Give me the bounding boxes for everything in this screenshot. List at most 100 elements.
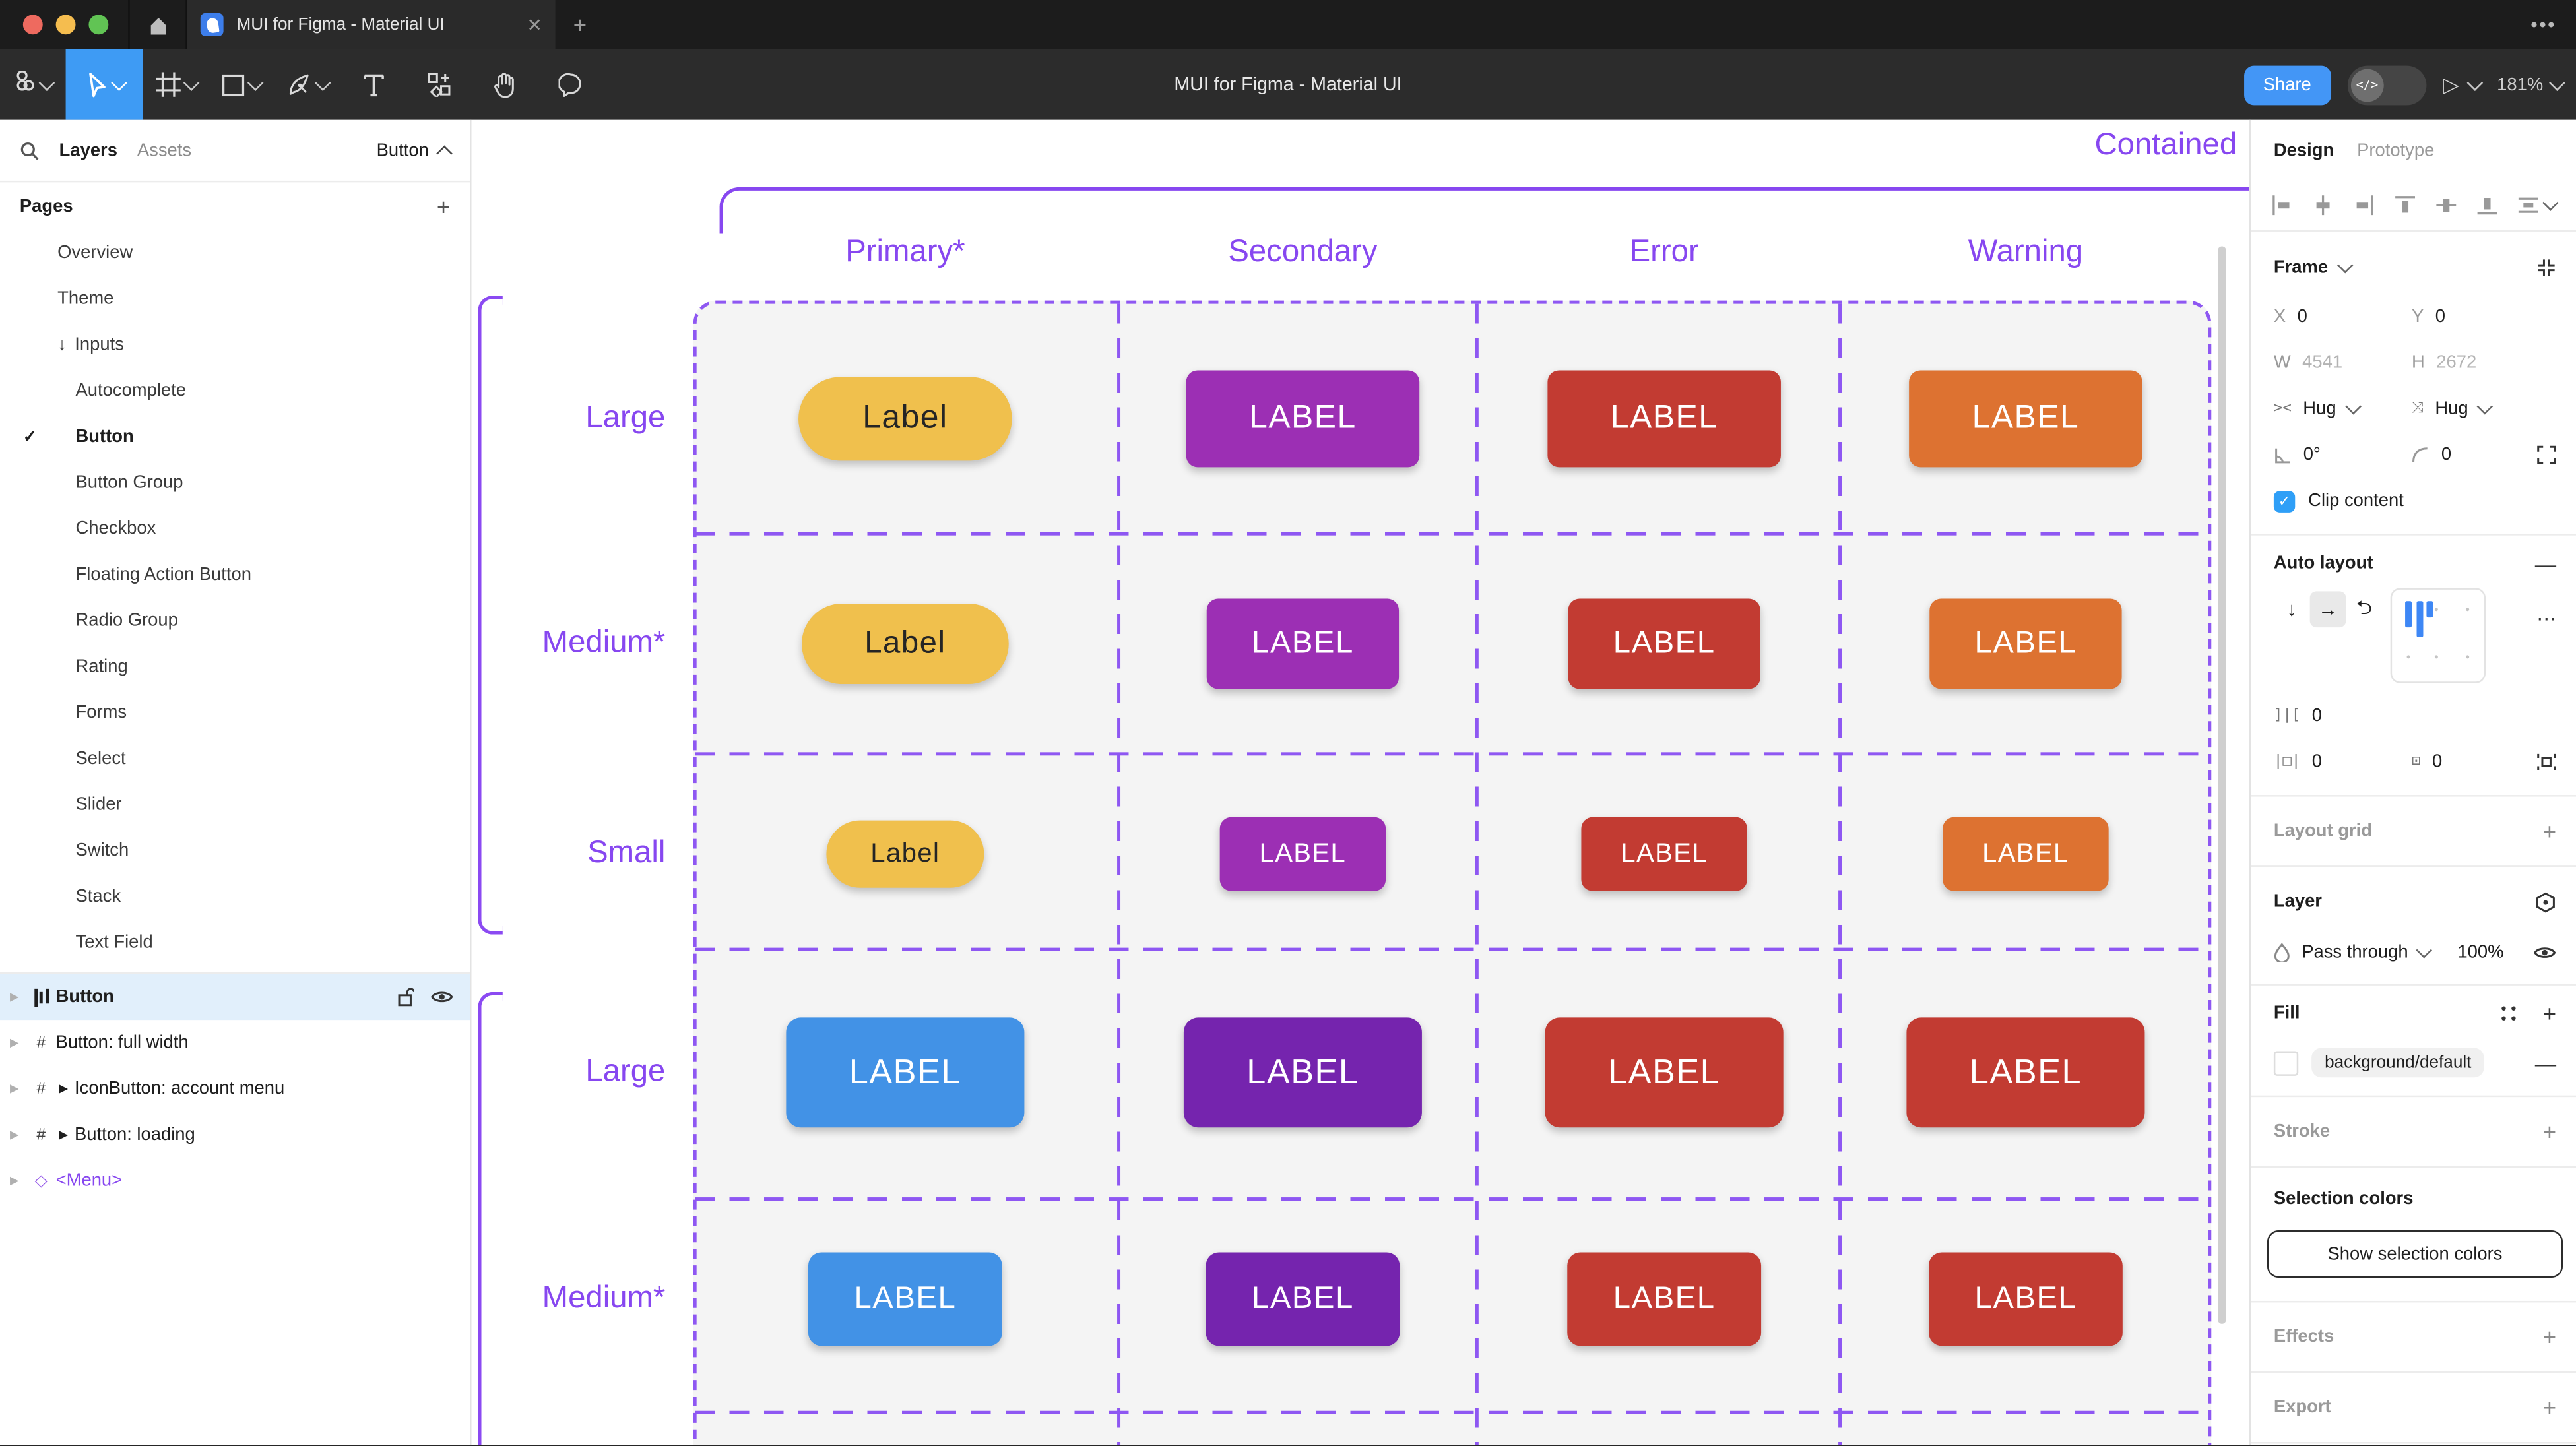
page-item-stack[interactable]: Stack — [0, 874, 470, 920]
text-tool-button[interactable] — [340, 49, 406, 120]
close-window-button[interactable] — [22, 15, 43, 35]
horizontal-padding-field[interactable]: |□|0 — [2273, 752, 2323, 772]
disclosure-triangle-icon[interactable]: ▶ — [9, 991, 19, 1004]
layer-row-iconbutton-account-menu[interactable]: ▶#▶IconButton: account menu — [0, 1066, 470, 1112]
clip-content-row[interactable]: ✓ Clip content — [2251, 478, 2576, 524]
add-stroke-button[interactable]: + — [2542, 1118, 2557, 1145]
blend-mode-dropdown[interactable]: Pass through — [2302, 942, 2432, 962]
pen-tool-button[interactable] — [274, 49, 340, 120]
main-menu-button[interactable] — [0, 49, 66, 120]
mui-button-blue[interactable]: LABEL — [808, 1252, 1002, 1346]
add-effect-button[interactable]: + — [2542, 1323, 2557, 1350]
mui-button-blue[interactable]: LABEL — [786, 1017, 1025, 1128]
disclosure-triangle-icon[interactable]: ▶ — [9, 1038, 19, 1050]
search-icon[interactable] — [20, 141, 40, 160]
blend-mode-icon[interactable] — [2535, 891, 2556, 912]
frame-section-header[interactable]: Frame — [2273, 257, 2329, 278]
mui-button-red[interactable]: LABEL — [1547, 370, 1781, 468]
layer-row-button-full-width[interactable]: ▶#Button: full width — [0, 1020, 470, 1066]
frame-tool-button[interactable] — [143, 49, 209, 120]
align-right-icon[interactable] — [2352, 194, 2375, 217]
fill-color-swatch[interactable] — [2273, 1050, 2299, 1075]
horizontal-sizing-dropdown[interactable]: >< Hug — [2274, 398, 2412, 419]
align-vertical-center-icon[interactable] — [2435, 194, 2458, 217]
add-export-button[interactable]: + — [2542, 1394, 2557, 1421]
fill-styles-icon[interactable] — [2500, 1005, 2517, 1022]
remove-auto-layout-button[interactable]: — — [2534, 551, 2557, 576]
mui-button-red[interactable]: LABEL — [1567, 1252, 1762, 1346]
new-tab-button[interactable]: + — [573, 11, 587, 38]
present-control[interactable]: ▷ — [2443, 71, 2483, 98]
auto-layout-more-options[interactable]: ⋯ — [2536, 608, 2557, 631]
page-item-floating-action-button[interactable]: Floating Action Button — [0, 552, 470, 598]
home-icon[interactable] — [128, 0, 187, 49]
mui-button-red[interactable]: LABEL — [1906, 1017, 2145, 1128]
page-item-checkbox[interactable]: Checkbox — [0, 506, 470, 552]
unlock-icon[interactable] — [398, 987, 414, 1007]
shape-tool-button[interactable] — [209, 49, 274, 120]
show-selection-colors-button[interactable]: Show selection colors — [2267, 1230, 2563, 1278]
mui-button-purpleDark[interactable]: LABEL — [1183, 1017, 1422, 1128]
remove-fill-button[interactable]: — — [2534, 1050, 2557, 1075]
zoom-window-button[interactable] — [88, 15, 109, 35]
vertical-padding-field[interactable]: ⊡0 — [2412, 752, 2443, 772]
page-item-switch[interactable]: Switch — [0, 828, 470, 874]
individual-padding-icon[interactable] — [2536, 752, 2556, 772]
dev-mode-toggle[interactable]: </> — [2347, 65, 2427, 105]
page-item-text-field[interactable]: Text Field — [0, 920, 470, 966]
auto-layout-wrap-button[interactable]: ⮌ — [2356, 595, 2372, 619]
canvas-scrollbar[interactable] — [2218, 246, 2226, 1324]
page-item-select[interactable]: Select — [0, 736, 470, 782]
add-fill-button[interactable]: + — [2542, 1000, 2557, 1027]
page-item-overview[interactable]: Overview — [0, 230, 470, 276]
page-item-inputs[interactable]: ↓Inputs — [0, 322, 470, 368]
page-item-radio-group[interactable]: Radio Group — [0, 598, 470, 644]
zoom-menu[interactable]: 181% — [2497, 74, 2565, 94]
resources-tool-button[interactable] — [406, 49, 472, 120]
distribute-menu[interactable] — [2517, 195, 2559, 215]
tab-assets[interactable]: Assets — [137, 140, 192, 160]
layer-row-button-loading[interactable]: ▶#▶Button: loading — [0, 1112, 470, 1158]
eye-icon[interactable] — [430, 989, 453, 1005]
mui-button-orange[interactable]: LABEL — [1909, 370, 2142, 468]
fill-style-chip[interactable]: background/default — [2311, 1048, 2485, 1078]
opacity-field[interactable]: 100% — [2457, 943, 2504, 963]
collapse-panel-icon[interactable] — [2536, 258, 2556, 278]
mui-button-yellow[interactable]: Label — [826, 820, 984, 888]
mui-button-purple[interactable]: LABEL — [1206, 598, 1400, 689]
corner-radius-field[interactable]: 0 — [2412, 445, 2550, 465]
tab-prototype[interactable]: Prototype — [2357, 140, 2435, 160]
page-item-forms[interactable]: Forms — [0, 690, 470, 736]
move-tool-button[interactable] — [65, 49, 143, 120]
independent-corners-icon[interactable] — [2536, 445, 2556, 465]
layer-visibility-icon[interactable] — [2533, 945, 2556, 961]
layer-row--menu-[interactable]: ▶◇<Menu> — [0, 1158, 470, 1204]
page-item-button[interactable]: ✓Button — [0, 414, 470, 460]
layer-row-button[interactable]: ▶Button — [0, 974, 470, 1021]
clip-content-checkbox[interactable]: ✓ — [2273, 490, 2296, 512]
window-overflow-menu[interactable]: ••• — [2530, 13, 2557, 36]
mui-button-orange[interactable]: LABEL — [1943, 817, 2109, 891]
mui-button-yellow[interactable]: Label — [802, 604, 1009, 685]
disclosure-triangle-icon[interactable]: ▶ — [9, 1129, 19, 1142]
auto-layout-horizontal-button[interactable]: → — [2309, 591, 2346, 628]
align-horizontal-center-icon[interactable] — [2311, 194, 2334, 217]
add-layout-grid-button[interactable]: + — [2542, 817, 2557, 844]
auto-layout-vertical-button[interactable]: ↓ — [2286, 598, 2297, 621]
mui-button-purple[interactable]: LABEL — [1186, 370, 1420, 468]
add-page-button[interactable]: + — [436, 193, 451, 220]
page-item-rating[interactable]: Rating — [0, 644, 470, 690]
mui-button-yellow[interactable]: Label — [798, 377, 1012, 461]
page-item-theme[interactable]: Theme — [0, 276, 470, 322]
vertical-sizing-dropdown[interactable]: ⤨ Hug — [2412, 398, 2550, 419]
mui-button-red[interactable]: LABEL — [1568, 598, 1760, 689]
mui-button-red[interactable]: LABEL — [1545, 1017, 1784, 1128]
auto-layout-alignment-pad[interactable] — [2390, 588, 2486, 683]
disclosure-triangle-icon[interactable]: ▶ — [9, 1084, 19, 1096]
mui-button-red[interactable]: LABEL — [1581, 817, 1747, 891]
mui-button-red[interactable]: LABEL — [1929, 1252, 2123, 1346]
